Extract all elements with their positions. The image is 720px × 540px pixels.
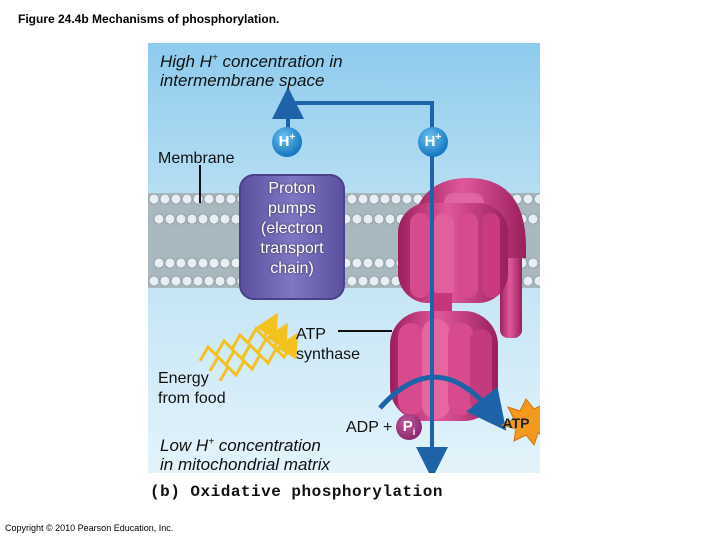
- phospholipid-head: [170, 193, 182, 205]
- diagram-panel: High H+ concentration in intermembrane s…: [148, 43, 540, 473]
- phospholipid-head: [197, 213, 209, 225]
- phospholipid-head: [208, 213, 220, 225]
- atp-formation-arrow: [378, 374, 507, 431]
- figure-caption: (b) Oxidative phosphorylation: [150, 483, 443, 501]
- phospholipid-head: [192, 193, 204, 205]
- phospholipid-head: [527, 257, 539, 269]
- phospholipid-head: [362, 213, 374, 225]
- phospholipid-head: [225, 275, 237, 287]
- phospholipid-head: [373, 213, 385, 225]
- phospholipid-head: [164, 213, 176, 225]
- phospholipid-head: [522, 275, 534, 287]
- phospholipid-head: [159, 275, 171, 287]
- energy-zigzags: [198, 312, 298, 382]
- phospholipid-head: [153, 257, 165, 269]
- phospholipid-head: [175, 257, 187, 269]
- phospholipid-head: [170, 275, 182, 287]
- phospholipid-head: [533, 193, 540, 205]
- phospholipid-head: [175, 213, 187, 225]
- phospholipid-head: [219, 213, 231, 225]
- adp-label: ADP +: [346, 419, 393, 436]
- proton-pumps-label: Proton pumps (electron transport chain): [260, 180, 324, 277]
- phospholipid-head: [181, 193, 193, 205]
- phospholipid-head: [527, 213, 539, 225]
- phospholipid-head: [379, 193, 391, 205]
- phospholipid-head: [181, 275, 193, 287]
- phospholipid-head: [357, 193, 369, 205]
- hydrogen-ion-icon-right: H+: [418, 127, 448, 157]
- phospholipid-head: [186, 213, 198, 225]
- phospholipid-head: [351, 213, 363, 225]
- phospholipid-head: [219, 257, 231, 269]
- phosphate-icon: Pi: [396, 414, 422, 440]
- phospholipid-head: [225, 193, 237, 205]
- phospholipid-head: [362, 257, 374, 269]
- phospholipid-head: [390, 193, 402, 205]
- phospholipid-head: [148, 193, 160, 205]
- hydrogen-ion-icon-left: H+: [272, 127, 302, 157]
- phospholipid-head: [148, 275, 160, 287]
- phospholipid-head: [538, 215, 540, 223]
- phospholipid-head: [159, 193, 171, 205]
- phospholipid-head: [351, 257, 363, 269]
- phospholipid-head: [346, 193, 358, 205]
- figure-title: Figure 24.4b Mechanisms of phosphorylati…: [18, 12, 280, 26]
- phospholipid-head: [346, 275, 358, 287]
- copyright-notice: Copyright © 2010 Pearson Education, Inc.: [5, 523, 174, 533]
- phospholipid-head: [186, 257, 198, 269]
- diagram-artwork: [148, 43, 540, 473]
- phospholipid-head: [197, 257, 209, 269]
- atp-star: [500, 398, 540, 447]
- membrane-label: Membrane: [158, 150, 235, 167]
- phospholipid-head: [379, 275, 391, 287]
- phospholipid-head: [208, 257, 220, 269]
- high-concentration-label: High H+ concentration in intermembrane s…: [160, 52, 343, 90]
- phospholipid-head: [384, 213, 396, 225]
- atp-label: ATP: [502, 415, 530, 431]
- phospholipid-head: [368, 193, 380, 205]
- phospholipid-head: [538, 259, 540, 267]
- phospholipid-head: [533, 275, 540, 287]
- phospholipid-head: [384, 257, 396, 269]
- low-concentration-label: Low H+ concentration in mitochondrial ma…: [160, 436, 331, 473]
- phospholipid-head: [203, 193, 215, 205]
- phospholipid-head: [153, 213, 165, 225]
- phospholipid-head: [214, 275, 226, 287]
- phospholipid-head: [522, 193, 534, 205]
- phospholipid-head: [203, 275, 215, 287]
- proton-pump: [239, 174, 345, 300]
- phospholipid-head: [401, 193, 413, 205]
- phospholipid-head: [164, 257, 176, 269]
- phospholipid-head: [368, 275, 380, 287]
- phospholipid-head: [192, 275, 204, 287]
- phospholipid-head: [214, 193, 226, 205]
- phospholipid-head: [373, 257, 385, 269]
- phospholipid-head: [357, 275, 369, 287]
